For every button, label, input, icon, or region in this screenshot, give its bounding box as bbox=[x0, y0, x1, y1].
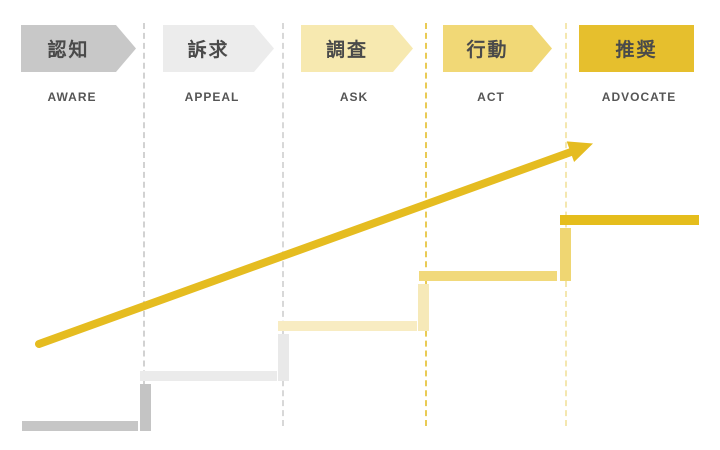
step-connector-act-advocate bbox=[560, 228, 571, 281]
step-bar-advocate bbox=[560, 215, 699, 225]
stage-banner-appeal: 訴求 bbox=[163, 25, 274, 72]
step-connector-ask-act bbox=[418, 284, 429, 331]
column-divider-1 bbox=[143, 23, 145, 426]
stage-label-ask: ASK bbox=[339, 90, 369, 104]
column-divider-3 bbox=[425, 23, 427, 426]
stage-banner-act: 行動 bbox=[443, 25, 552, 72]
step-bar-ask bbox=[278, 321, 417, 331]
step-bar-aware bbox=[22, 421, 138, 431]
step-bar-act bbox=[419, 271, 557, 281]
growth-arrow-shaft bbox=[35, 148, 575, 348]
stage-label-act: ACT bbox=[477, 90, 505, 104]
step-connector-appeal-ask bbox=[278, 334, 289, 381]
growth-arrow-head bbox=[566, 141, 593, 162]
stage-label-appeal: APPEAL bbox=[184, 90, 240, 104]
step-bar-appeal bbox=[140, 371, 277, 381]
stage-banner-advocate: 推奨 bbox=[579, 25, 694, 72]
stage-label-aware: AWARE bbox=[47, 90, 97, 104]
stage-label-advocate: ADVOCATE bbox=[601, 90, 677, 104]
stage-banner-ask: 調査 bbox=[301, 25, 413, 72]
stage-banner-aware: 認知 bbox=[21, 25, 136, 72]
step-connector-aware-appeal bbox=[140, 384, 151, 431]
